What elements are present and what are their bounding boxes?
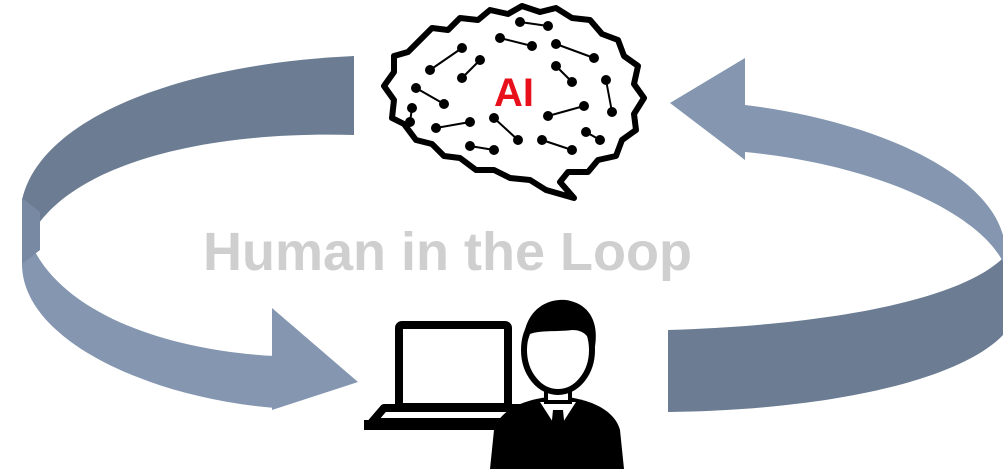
right-arrow-head [670,58,745,160]
left-arrow-outer-band [21,200,275,408]
laptop-screen [395,321,512,411]
laptop-icon [364,321,540,430]
left-arrow-head [272,308,358,410]
right-loop-arrow [668,58,1003,412]
laptop-base-edge [364,420,540,430]
brain-circuit-icon [381,3,647,201]
right-arrow-upper-band [745,105,1003,262]
diagram-title: Human in the Loop [203,222,692,282]
brain-circuit-lines [405,17,617,155]
left-loop-arrow [21,56,358,410]
left-arrow-inner-band [22,56,354,260]
ai-label: AI [494,71,534,115]
right-arrow-lower-band [668,258,1003,412]
person-icon [490,299,624,469]
person-hair [523,299,596,352]
left-arrow-joint [22,198,40,264]
brain-outline [381,3,647,201]
person-tie [550,410,566,452]
